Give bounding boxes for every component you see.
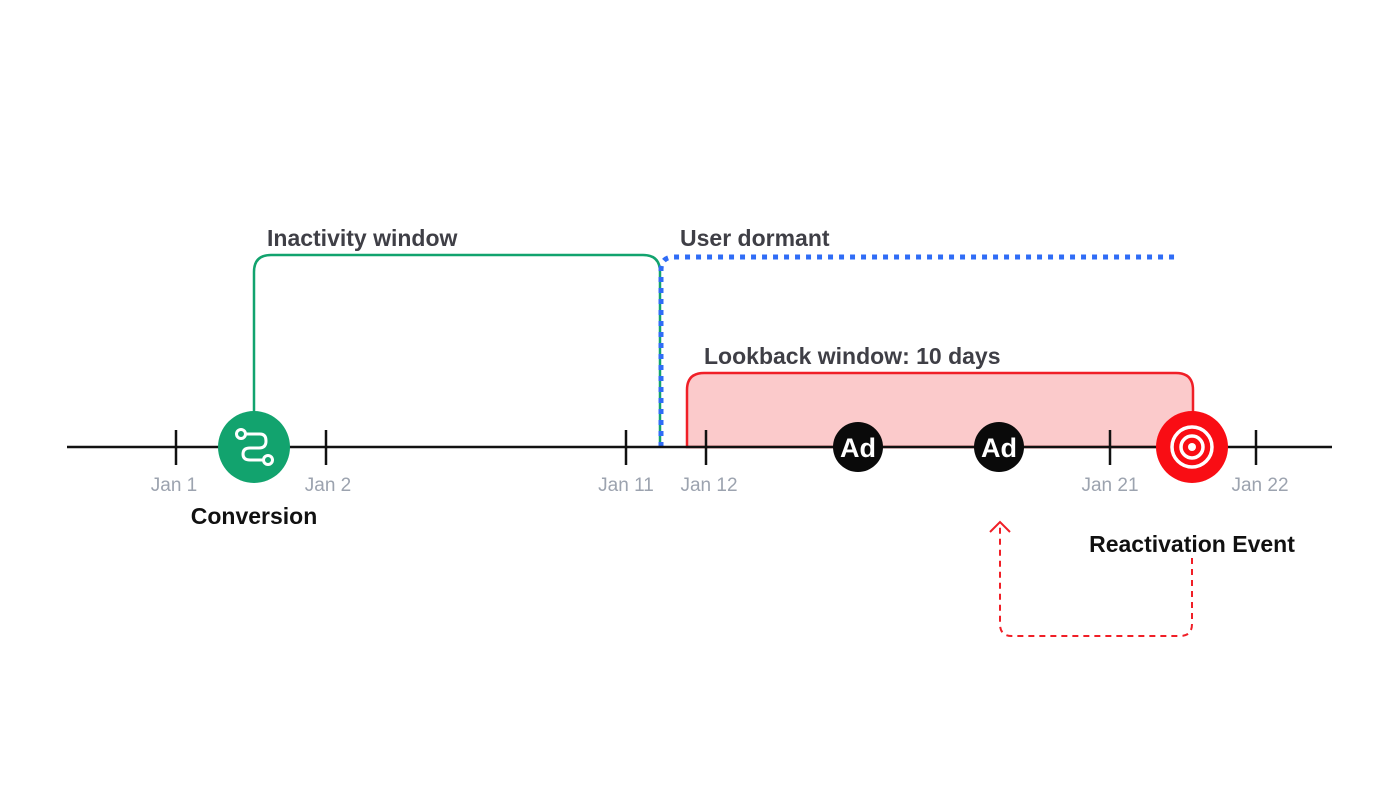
conversion-event[interactable] xyxy=(218,411,290,483)
conversion-label: Conversion xyxy=(191,503,318,529)
user-dormant-label: User dormant xyxy=(680,225,830,251)
route-icon xyxy=(235,428,274,466)
ad-badge[interactable] xyxy=(974,422,1024,472)
lookback-window-label: Lookback window: 10 days xyxy=(704,343,1001,369)
tick-label-jan-2: Jan 2 xyxy=(305,475,351,496)
user-dormant-line xyxy=(658,254,1180,447)
ad-badge[interactable] xyxy=(833,422,883,472)
attribution-arrow xyxy=(999,524,1193,637)
tick-label-jan-12: Jan 12 xyxy=(680,475,737,496)
ad-label: Ad xyxy=(981,433,1017,463)
tick-label-jan-22: Jan 22 xyxy=(1231,475,1288,496)
reactivation-label: Reactivation Event xyxy=(1089,531,1295,557)
tick-label-jan-21: Jan 21 xyxy=(1081,475,1138,496)
ad-label: Ad xyxy=(840,433,876,463)
target-icon xyxy=(1170,425,1214,469)
reactivation-event[interactable] xyxy=(1156,411,1228,483)
timeline-ticks xyxy=(174,430,1258,465)
arrow-head-icon xyxy=(989,520,1011,533)
ad-marker[interactable]: Ad xyxy=(833,422,883,472)
ad-marker[interactable]: Ad xyxy=(974,422,1024,472)
inactivity-window-label: Inactivity window xyxy=(267,225,458,251)
target-center-dot xyxy=(1188,443,1196,451)
timeline-tick-labels: Jan 1 Jan 2 Jan 11 Jan 12 Jan 21 Jan 22 xyxy=(151,475,1289,496)
lookback-window-region xyxy=(685,371,1195,449)
tick-label-jan-1: Jan 1 xyxy=(151,475,197,496)
inactivity-window-bracket xyxy=(252,253,662,447)
tick-label-jan-11: Jan 11 xyxy=(598,475,654,496)
